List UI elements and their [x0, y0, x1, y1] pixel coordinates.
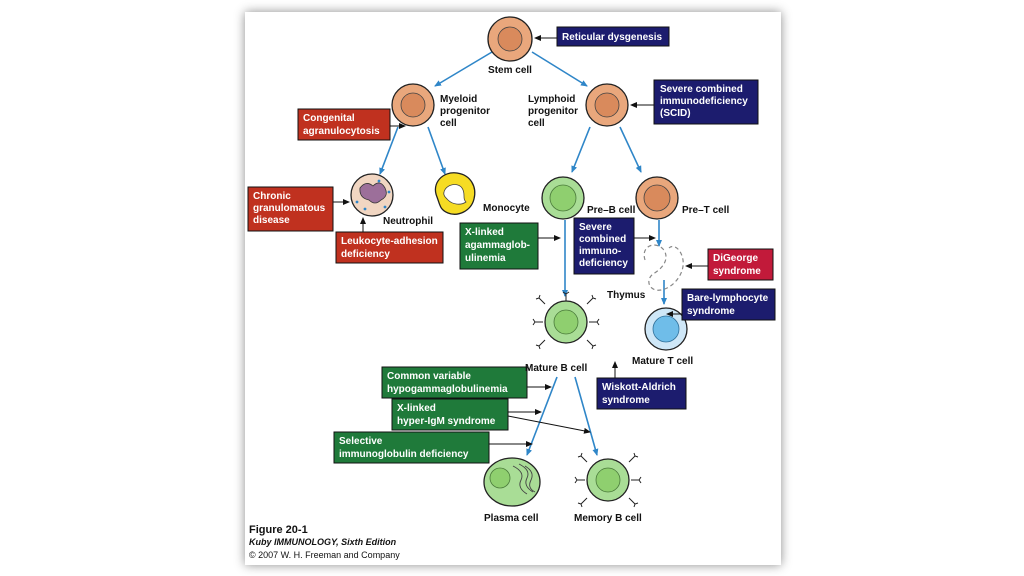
plasma-cell [483, 457, 541, 507]
mature-b-cell [532, 291, 600, 350]
svg-text:X-linked hyper-IgM syndr: X-linked hyper-IgM syndrome [397, 403, 496, 427]
arrow-myeloid-to-monocyte [427, 126, 446, 175]
svg-text:Severe combined im: Severe combined immuno- deficiency [579, 222, 629, 269]
arrow-stem-to-lymphoid [531, 51, 588, 87]
svg-text:Bare-lymphocyte syndrome: Bare-lymphocyte syndrome [687, 293, 771, 317]
defect-digeorge: DiGeorge syndrome [707, 248, 774, 281]
caption-copyright: © 2007 W. H. Freeman and Company [249, 550, 400, 560]
slide: Reticular dysgenesis Severe combined imm… [245, 12, 781, 565]
defect-pointer-arrows [333, 35, 708, 447]
label-plasma: Plasma cell [484, 513, 539, 524]
pointer-hyper-igm-2 [507, 415, 591, 434]
arrow-lymphoid-to-preb [571, 126, 591, 173]
svg-text:Congenital agranulocytos: Congenital agranulocytosis [303, 113, 380, 137]
caption-figure: Figure 20-1 [249, 524, 308, 536]
defect-scid-mid: Severe combined immuno- deficiency [573, 217, 635, 275]
thymus-outline [643, 244, 684, 291]
svg-text:Chronic granulomatous: Chronic granulomatous disease [253, 191, 328, 226]
lymphoid-progenitor-cell [585, 83, 629, 127]
label-lymphoid: Lymphoid progenitor cell [528, 94, 581, 129]
svg-text:Reticular dysgenesis: Reticular dysgenesis [562, 32, 662, 43]
label-neutrophil: Neutrophil [383, 216, 433, 227]
arrow-stem-to-myeloid [434, 51, 493, 87]
caption-book: Kuby IMMUNOLOGY, Sixth Edition [249, 537, 397, 547]
stem-cell [487, 16, 533, 62]
label-mature-t: Mature T cell [632, 356, 693, 367]
defect-common-variable: Common variable hypogammaglobulinemia [381, 366, 528, 399]
defect-bare-lymphocyte: Bare-lymphocyte syndrome [681, 288, 776, 321]
defect-wiskott-aldrich: Wiskott-Aldrich syndrome [596, 377, 687, 410]
label-pre-b: Pre–B cell [587, 205, 636, 216]
label-thymus: Thymus [607, 290, 646, 301]
label-monocyte: Monocyte [483, 203, 530, 214]
defect-x-linked-hyper-igm: X-linked hyper-IgM syndrome [391, 398, 509, 431]
arrow-lymphoid-to-pret [619, 126, 642, 173]
label-pre-t: Pre–T cell [682, 205, 729, 216]
svg-text:DiGeorge syndrome: DiGeorge syndrome [713, 253, 761, 277]
svg-text:X-linked agammaglob-: X-linked agammaglob- ulinemia [465, 227, 533, 264]
svg-text:Severe combined immunode: Severe combined immunodeficiency (SCID) [660, 84, 751, 119]
svg-text:Wiskott-Aldrich syndrome: Wiskott-Aldrich syndrome [602, 382, 679, 406]
label-myeloid: Myeloid progenitor cell [440, 94, 493, 129]
svg-text:Leukocyte-adhesion defic: Leukocyte-adhesion deficiency [341, 236, 440, 260]
monocyte-cell [434, 172, 476, 215]
defect-chronic-granulomatous: Chronic granulomatous disease [247, 186, 334, 232]
neutrophil-cell [350, 173, 394, 217]
defect-reticular-dysgenesis: Reticular dysgenesis [556, 26, 670, 47]
defect-leukocyte-adhesion: Leukocyte-adhesion deficiency [335, 231, 444, 264]
memory-b-cell [574, 452, 642, 508]
arrow-matureb-to-plasma [526, 376, 558, 456]
myeloid-progenitor-cell [391, 83, 435, 127]
label-mature-b: Mature B cell [525, 363, 587, 374]
svg-text:Common variable hypogamm: Common variable hypogammaglobulinemia [387, 371, 508, 395]
pre-t-cell [635, 176, 679, 220]
label-stem-cell: Stem cell [488, 65, 532, 76]
defect-x-linked-agammaglobulinemia: X-linked agammaglob- ulinemia [459, 222, 539, 270]
defect-congenital-agranulocytosis: Congenital agranulocytosis [297, 108, 391, 141]
defect-selective-immunoglobulin: Selective immunoglobulin deficiency [333, 431, 490, 464]
arrow-myeloid-to-neutrophil [379, 126, 399, 175]
defect-scid-top: Severe combined immunodeficiency (SCID) [653, 79, 759, 125]
label-memory-b: Memory B cell [574, 513, 642, 524]
immunodeficiency-diagram: Reticular dysgenesis Severe combined imm… [247, 16, 776, 560]
pre-b-cell [541, 176, 585, 220]
svg-text:Selective immunoglobulin: Selective immunoglobulin deficiency [339, 436, 469, 460]
arrow-matureb-to-memory [574, 376, 599, 456]
